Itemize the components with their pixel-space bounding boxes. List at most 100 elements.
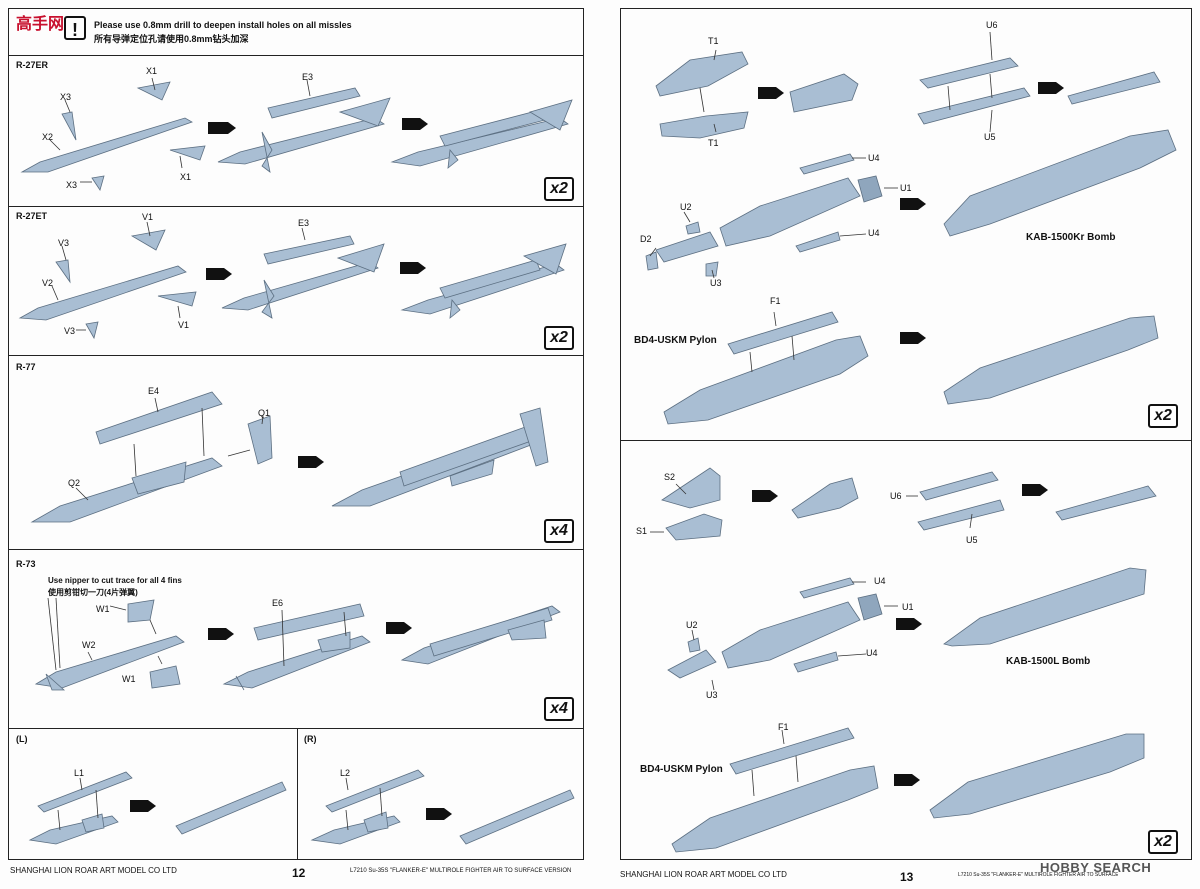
site-logo-text: 高手网 — [16, 16, 65, 33]
right-pod-arrow — [426, 808, 452, 820]
label-x2: X2 — [42, 132, 54, 142]
label-u4-lower: U4 — [868, 228, 880, 238]
r27et-multiplier: x2 — [544, 326, 574, 350]
u6-u5-parts-bottom — [906, 471, 1005, 531]
label-u3-top: U3 — [710, 278, 722, 288]
label-v3-top: V3 — [58, 238, 70, 248]
label-u2-bottom: U2 — [686, 620, 698, 630]
label-w1-top: W1 — [96, 604, 110, 614]
r27er-arrow-2 — [402, 118, 428, 130]
section-right-pod — [297, 728, 584, 860]
label-f1-top: F1 — [770, 296, 781, 306]
label-e4: E4 — [148, 386, 160, 396]
kab-1500kr-exploded — [645, 153, 898, 279]
label-q1: Q1 — [258, 408, 271, 418]
kab-1500l-assembled — [943, 567, 1147, 647]
u6-u5-parts — [917, 31, 1031, 133]
top-arrow-kab — [900, 198, 926, 210]
r73-multiplier: x4 — [544, 697, 574, 721]
r27et-missile-step2 — [221, 227, 385, 319]
label-s1: S1 — [636, 526, 648, 536]
top-arrow-t1 — [758, 87, 784, 99]
label-u5-top: U5 — [984, 132, 996, 142]
label-f1-bottom: F1 — [778, 722, 789, 732]
r27er-multiplier: x2 — [544, 177, 574, 201]
right-footer-company: SHANGHAI LION ROAR ART MODEL CO LTD — [620, 870, 787, 879]
label-u1-bottom: U1 — [902, 602, 914, 612]
label-x1-bottom: X1 — [180, 172, 192, 182]
r27er-title: R-27ER — [16, 60, 49, 70]
r73-missile-step2 — [222, 603, 371, 691]
u6-u5-assembled-bottom — [1055, 485, 1157, 521]
label-u6-top: U6 — [986, 20, 998, 30]
label-l2: L2 — [340, 768, 351, 778]
right-pod-step2 — [459, 789, 575, 845]
left-pod-arrow — [130, 800, 156, 812]
left-page-drawings — [18, 77, 575, 845]
bottom-arrow-pylon — [894, 774, 920, 786]
pylon-top-exploded — [663, 311, 869, 425]
label-e3-r27et: E3 — [298, 218, 310, 228]
label-t1-top: T1 — [708, 36, 719, 46]
label-v1-bottom: V1 — [178, 320, 190, 330]
drill-note-cn: 所有导弹定位孔请使用0.8mm钻头加深 — [94, 34, 249, 44]
r27et-arrow-1 — [206, 268, 232, 280]
label-u1-top: U1 — [900, 183, 912, 193]
pylon-bottom-assembled — [929, 733, 1145, 819]
hobby-search-watermark-text: HOBBY SEARCH — [1040, 860, 1152, 875]
label-x1-top: X1 — [146, 66, 158, 76]
kab-1500kr-assembled — [943, 129, 1177, 237]
r73-note-en: Use nipper to cut trace for all 4 fins — [48, 576, 182, 585]
kab-1500kr-name: KAB-1500Kr Bomb — [1026, 232, 1116, 243]
label-l1: L1 — [74, 768, 85, 778]
r77-title: R-77 — [16, 362, 36, 372]
label-x3-bottom: X3 — [66, 180, 78, 190]
r27er-missile-step1 — [20, 77, 206, 191]
label-w1-bottom: W1 — [122, 674, 136, 684]
label-v1-top: V1 — [142, 212, 154, 222]
pylon-name-bottom: BD4-USKM Pylon — [640, 764, 723, 775]
right-pod-title: (R) — [304, 734, 317, 744]
t1-shroud-parts — [655, 49, 749, 139]
label-u4-upper-bottom: U4 — [874, 576, 886, 586]
drill-note-en: Please use 0.8mm drill to deepen install… — [94, 20, 352, 30]
r27et-title: R-27ET — [16, 211, 48, 221]
right-page-number: 13 — [900, 870, 914, 884]
label-v3-bottom: V3 — [64, 326, 76, 336]
label-u2-top: U2 — [680, 202, 692, 212]
label-d2: D2 — [640, 234, 652, 244]
right-page-divider — [620, 440, 1192, 441]
r73-title: R-73 — [16, 559, 36, 569]
hobby-search-watermark: HOBBY SEARCH — [1040, 860, 1151, 875]
r73-note-cn: 使用剪钳切一刀(4片弹翼) — [48, 588, 138, 597]
right-page-border — [620, 8, 1192, 860]
label-u6-bottom: U6 — [890, 491, 902, 501]
label-e3-r27er: E3 — [302, 72, 314, 82]
label-t1-bottom: T1 — [708, 138, 719, 148]
left-page-number: 12 — [292, 866, 306, 880]
left-pod-title: (L) — [16, 734, 28, 744]
bottom-arrow-s — [752, 490, 778, 502]
top-arrow-pylon — [900, 332, 926, 344]
s-cone-assembled — [791, 477, 859, 519]
u6-u5-assembled — [1067, 71, 1161, 105]
r27er-missile-step3 — [390, 99, 573, 169]
r73-arrow-1 — [208, 628, 234, 640]
r73-missile-step3 — [400, 605, 561, 665]
left-pod-step1 — [28, 771, 133, 845]
site-logo: 高手网 — [16, 10, 66, 44]
left-footer-company: SHANGHAI LION ROAR ART MODEL CO LTD — [10, 866, 177, 875]
kab-1500l-name: KAB-1500L Bomb — [1006, 656, 1091, 667]
r27et-missile-step1 — [18, 221, 197, 340]
warning-icon: ! — [64, 16, 86, 40]
label-e6: E6 — [272, 598, 284, 608]
right-footer-product: L7210 Su-35S "FLANKER-E" MULTIROLE FIGHT… — [958, 872, 1118, 878]
r77-arrow — [298, 456, 324, 468]
bottom-arrow-kab — [896, 618, 922, 630]
kab-1500l-exploded — [667, 577, 898, 691]
label-u4-upper: U4 — [868, 153, 880, 163]
label-s2: S2 — [664, 472, 676, 482]
label-u3-bottom: U3 — [706, 690, 718, 700]
top-arrow-u6 — [1038, 82, 1064, 94]
